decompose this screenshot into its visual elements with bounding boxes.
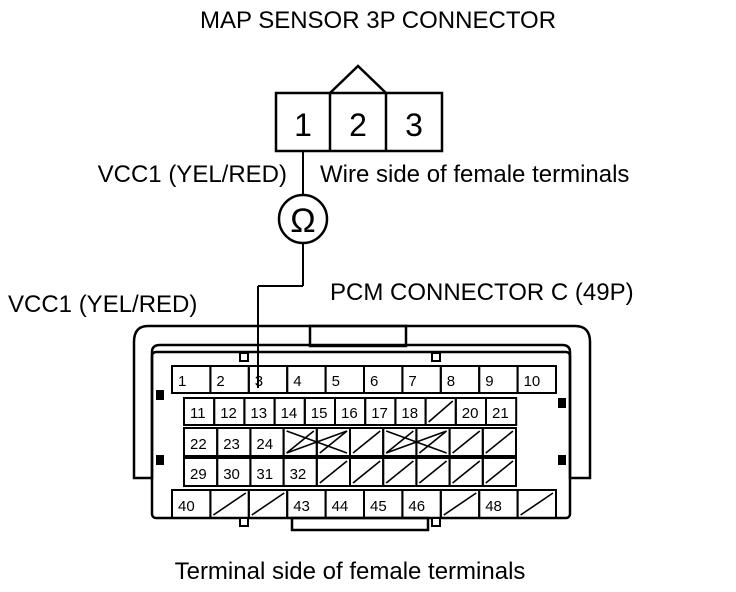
unused-pin-mark xyxy=(319,460,348,484)
pin-cell-empty xyxy=(481,427,517,457)
pin-label: 5 xyxy=(332,373,340,390)
pin-label: 18 xyxy=(401,405,418,422)
unused-pin-mark xyxy=(212,492,247,516)
polarity-marks xyxy=(156,390,566,465)
pin-label: 40 xyxy=(178,498,195,515)
pin-label: 1 xyxy=(178,373,186,390)
unused-pin-mark xyxy=(452,430,481,454)
pin-label: 22 xyxy=(190,436,207,453)
pin-cell-empty xyxy=(481,457,517,487)
guide-tab xyxy=(239,352,249,362)
pin-label: 30 xyxy=(223,466,240,483)
pin-label: 2 xyxy=(216,373,224,390)
pin-label: 20 xyxy=(462,405,479,422)
pin-label: 3 xyxy=(255,373,263,390)
unused-pin-mark xyxy=(485,460,514,484)
pin-label: 17 xyxy=(371,405,388,422)
unused-pin-mark xyxy=(251,492,285,516)
ohm-symbol-icon: Ω xyxy=(290,202,315,240)
pin-label: 15 xyxy=(311,405,328,422)
pin-label: 23 xyxy=(223,436,240,453)
ohmmeter-circle xyxy=(277,193,329,245)
pin-label: 44 xyxy=(332,498,349,515)
housing-top-latch xyxy=(308,324,408,348)
unused-pin-mark xyxy=(352,460,381,484)
guide-tab xyxy=(431,517,441,527)
map-connector-title: MAP SENSOR 3P CONNECTOR xyxy=(200,7,556,34)
ohmmeter-wiring xyxy=(257,151,304,388)
pin-label: 46 xyxy=(408,498,425,515)
pcm-side-label: Terminal side of female terminals xyxy=(175,558,526,585)
map-side-label: Wire side of female terminals xyxy=(320,161,629,188)
pin-label: 13 xyxy=(250,405,267,422)
pin-cell-21 xyxy=(485,397,518,426)
unused-pin-mark xyxy=(428,400,454,423)
pin-label: 10 xyxy=(524,373,541,390)
unused-pin-mark xyxy=(385,430,414,454)
map-connector-body xyxy=(274,91,444,153)
pin-label: 48 xyxy=(485,498,502,515)
pin-label: 9 xyxy=(485,373,493,390)
pin-label: 16 xyxy=(341,405,358,422)
guide-tab xyxy=(239,517,249,527)
map-sensor-connector xyxy=(274,64,444,153)
unused-pin-mark xyxy=(385,460,414,484)
polarity-mark xyxy=(156,455,164,465)
pin-label: 45 xyxy=(370,498,387,515)
unused-pin-mark xyxy=(485,430,514,454)
polarity-mark xyxy=(558,455,566,465)
pin-label: 11 xyxy=(190,405,206,422)
unused-pin-mark xyxy=(443,492,477,516)
map-pin-1-label: 1 xyxy=(294,107,312,143)
unused-pin-mark xyxy=(452,460,481,484)
pin-label: 4 xyxy=(293,373,301,390)
pin-label: 32 xyxy=(290,466,307,483)
pcm-wire-label: VCC1 (YEL/RED) xyxy=(8,291,197,318)
pin-label: 12 xyxy=(220,405,237,422)
pin-cell-empty xyxy=(516,489,557,519)
housing-outer xyxy=(132,324,592,480)
pin-label: 21 xyxy=(492,405,509,422)
guide-tab xyxy=(431,352,441,362)
map-wire-label: VCC1 (YEL/RED) xyxy=(98,161,287,188)
pin-cell-10 xyxy=(516,365,557,394)
pin-label: 43 xyxy=(293,498,310,515)
unused-pin-mark xyxy=(319,430,348,454)
unused-pin-mark xyxy=(520,492,554,516)
pin-label: 31 xyxy=(256,466,273,483)
unused-pin-mark xyxy=(286,430,315,454)
housing-bottom-key xyxy=(290,516,430,532)
pin-label: 6 xyxy=(370,373,378,390)
pin-label: 14 xyxy=(281,405,298,422)
polarity-mark xyxy=(558,398,566,408)
connector-lock-tab xyxy=(329,64,387,94)
map-pin-2-label: 2 xyxy=(349,107,367,143)
unused-pin-mark xyxy=(352,430,381,454)
pin-label: 7 xyxy=(408,373,416,390)
guide-tabs xyxy=(239,352,441,527)
pin-label: 24 xyxy=(256,436,273,453)
unused-pin-mark xyxy=(418,430,448,454)
pin-label: 8 xyxy=(447,373,455,390)
pcm-connector-title: PCM CONNECTOR C (49P) xyxy=(330,279,634,306)
unused-pin-mark xyxy=(418,460,448,484)
pin-label: 29 xyxy=(190,466,207,483)
polarity-mark xyxy=(156,390,164,400)
map-pin-3-label: 3 xyxy=(405,107,423,143)
